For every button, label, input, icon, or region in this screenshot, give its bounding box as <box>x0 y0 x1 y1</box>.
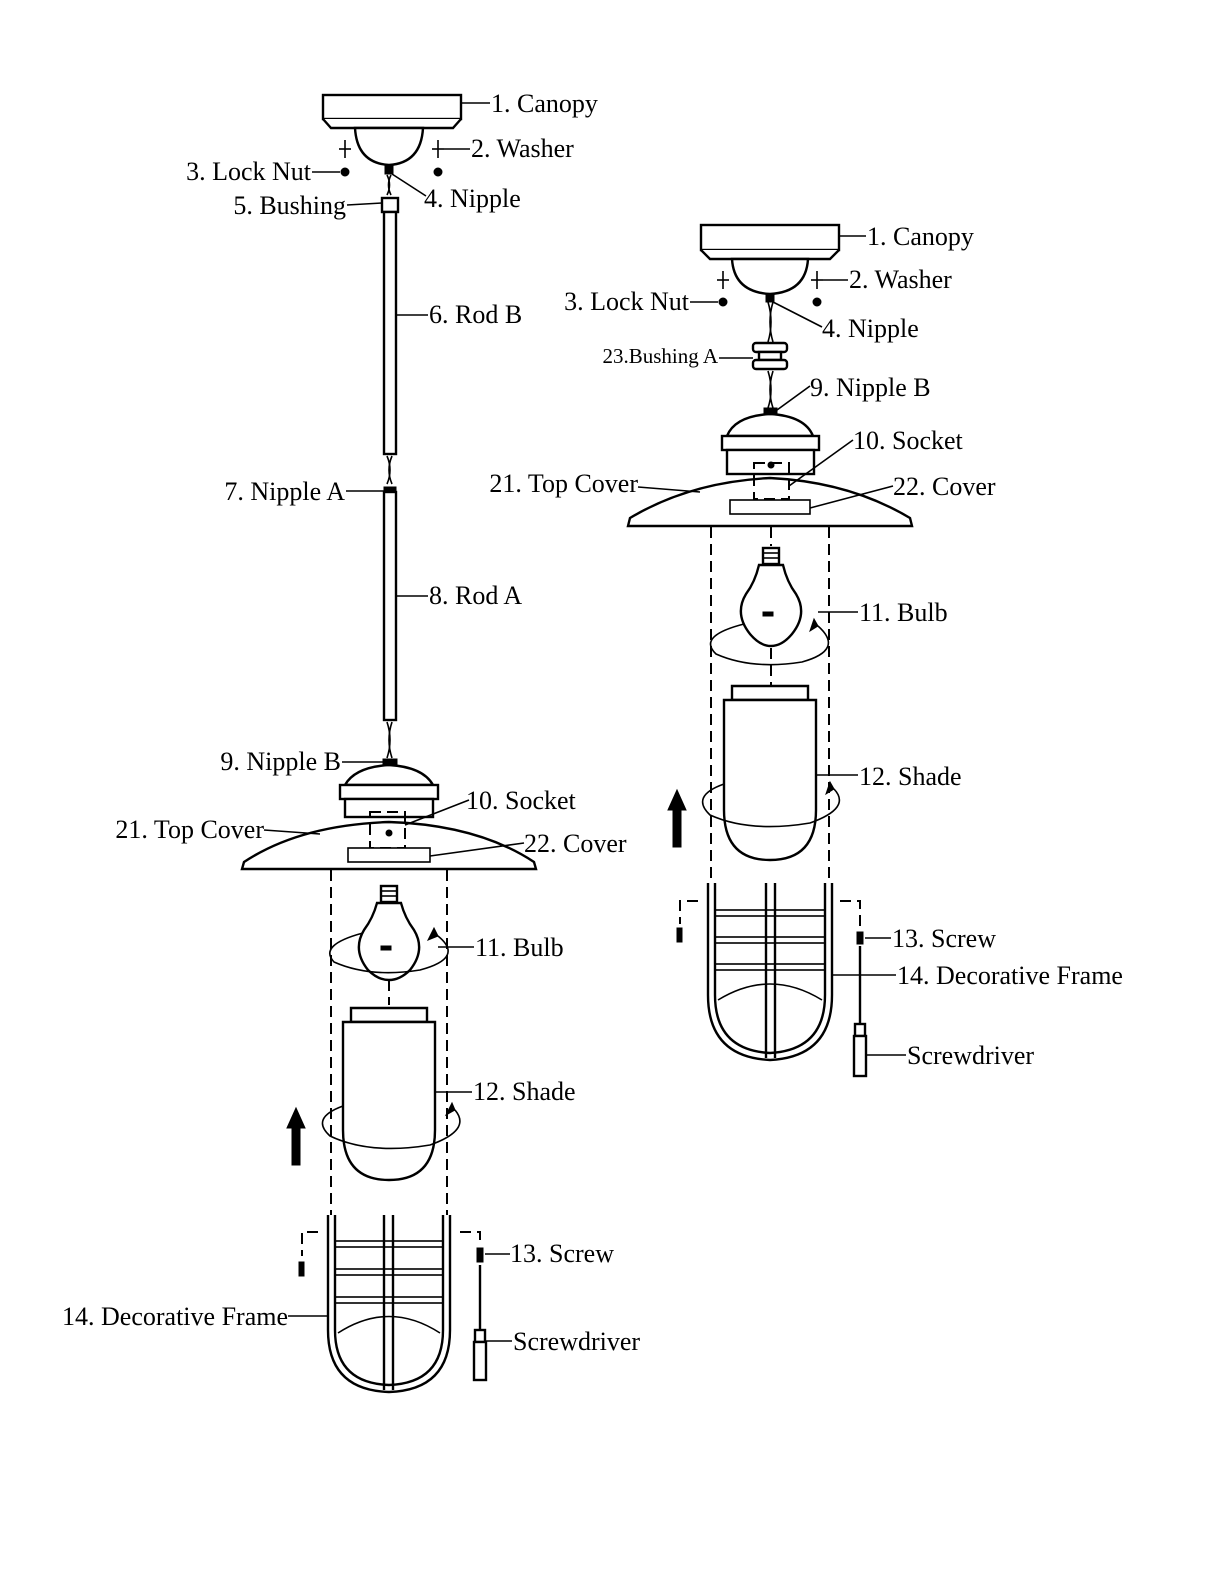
left-label-screw: 13. Screw <box>510 1239 614 1268</box>
left-label-rod-b: 6. Rod B <box>429 300 522 329</box>
right-label-nipple: 4. Nipple <box>822 314 919 343</box>
right-label-bulb: 11. Bulb <box>859 598 948 627</box>
left-shade <box>321 1006 461 1182</box>
left-label-nipple: 4. Nipple <box>424 184 521 213</box>
left-label-canopy: 1. Canopy <box>491 89 598 118</box>
right-label-nipple-b: 9. Nipple B <box>810 373 931 402</box>
left-decorative-frame <box>326 1215 452 1394</box>
right-nipple-b <box>763 370 778 415</box>
right-label-bushing-a: 23.Bushing A <box>602 344 718 368</box>
left-label-nipple-b: 9. Nipple B <box>220 747 341 776</box>
right-cover <box>729 499 811 515</box>
right-label-screwdriver: Screwdriver <box>907 1041 1034 1070</box>
right-label-cover: 22. Cover <box>893 472 996 501</box>
left-bushing <box>380 196 400 214</box>
left-assembly: 1. Canopy 2. Washer 3. Lock Nut 4. Nippl… <box>62 89 640 1394</box>
left-screw <box>298 1231 484 1277</box>
right-label-canopy: 1. Canopy <box>867 222 974 251</box>
right-label-socket: 10. Socket <box>853 426 964 455</box>
left-label-decorative-frame: 14. Decorative Frame <box>62 1302 288 1331</box>
left-screwdriver <box>472 1265 488 1382</box>
left-rod-b <box>382 210 398 456</box>
right-bushing-a <box>751 341 789 371</box>
left-label-lock-nut: 3. Lock Nut <box>186 157 312 186</box>
right-screw <box>676 900 864 945</box>
right-label-decorative-frame: 14. Decorative Frame <box>897 961 1123 990</box>
right-label-top-cover: 21. Top Cover <box>489 469 638 498</box>
left-rod-a <box>382 490 398 722</box>
right-bulb <box>709 546 830 666</box>
left-nipple-b <box>382 721 398 766</box>
left-up-arrow <box>286 1106 306 1166</box>
right-screwdriver <box>852 946 868 1078</box>
left-label-nipple-a: 7. Nipple A <box>224 477 345 506</box>
left-label-top-cover: 21. Top Cover <box>115 815 264 844</box>
left-label-bushing: 5. Bushing <box>233 191 346 220</box>
right-label-lock-nut: 3. Lock Nut <box>564 287 690 316</box>
right-assembly: 1. Canopy 2. Washer 3. Lock Nut 4. Nippl… <box>489 222 1123 1078</box>
left-label-socket: 10. Socket <box>466 786 577 815</box>
left-label-cover: 22. Cover <box>524 829 627 858</box>
right-washer-locknut <box>717 271 823 307</box>
left-label-shade: 12. Shade <box>473 1077 576 1106</box>
left-label-bulb: 11. Bulb <box>475 933 564 962</box>
left-nipple <box>384 164 394 196</box>
right-shade <box>701 684 841 862</box>
right-nipple <box>765 293 775 343</box>
left-cover <box>347 847 431 863</box>
left-bulb <box>329 884 449 982</box>
left-label-washer: 2. Washer <box>471 134 574 163</box>
left-label-screwdriver: Screwdriver <box>513 1327 640 1356</box>
right-leaders <box>637 235 906 1056</box>
right-label-screw: 13. Screw <box>892 924 996 953</box>
left-cap <box>338 763 440 819</box>
right-up-arrow <box>667 788 687 848</box>
right-canopy <box>699 223 841 296</box>
right-label-shade: 12. Shade <box>859 762 962 791</box>
left-label-rod-a: 8. Rod A <box>429 581 522 610</box>
right-decorative-frame <box>706 883 834 1062</box>
left-leaders <box>263 102 525 1342</box>
right-label-washer: 2. Washer <box>849 265 952 294</box>
left-canopy <box>321 93 463 167</box>
left-nipple-a <box>383 455 397 493</box>
left-washer-locknut <box>339 140 444 177</box>
right-cap <box>720 412 821 476</box>
